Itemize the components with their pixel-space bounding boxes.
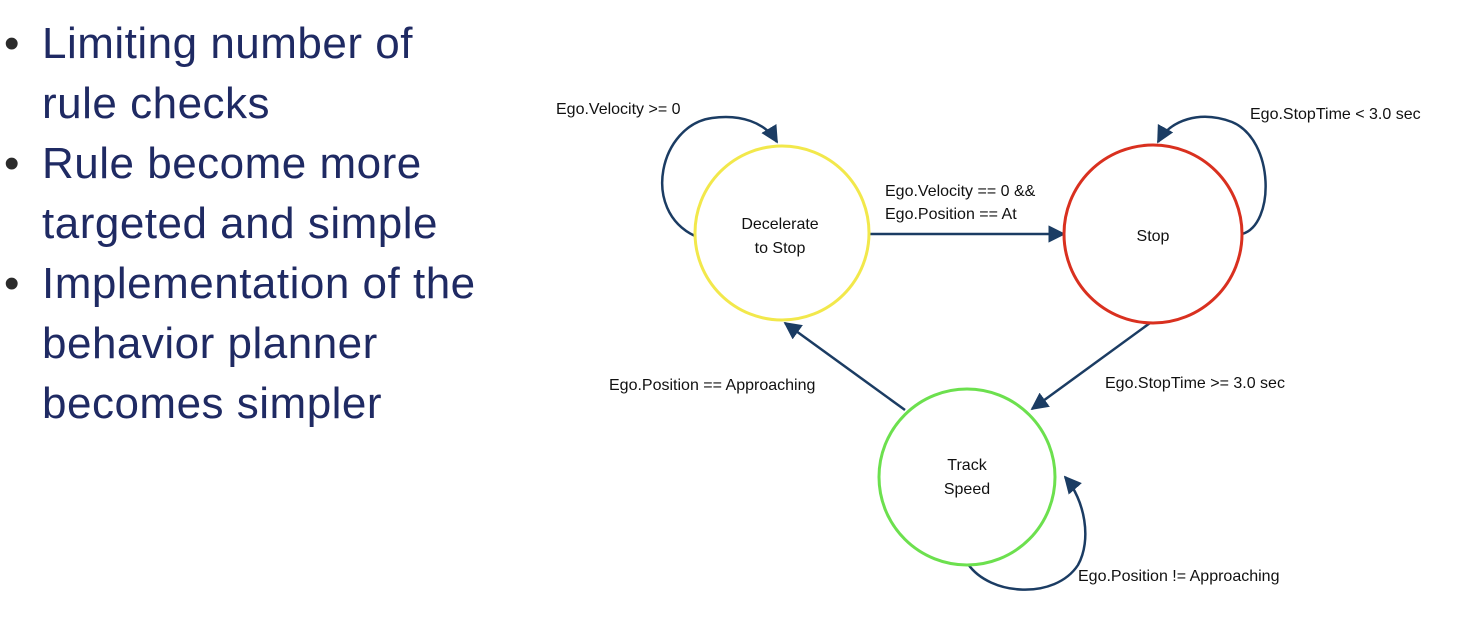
arrow-track-to-decel <box>783 321 906 412</box>
transition-label-decel-self: Ego.Velocity >= 0 <box>556 101 681 118</box>
arrow-stop-to-track <box>1030 321 1151 411</box>
bullet-item: • Implementation of the behavior planner… <box>0 254 540 434</box>
state-stop-circle <box>1062 143 1244 325</box>
bullet-dot-icon: • <box>4 139 20 188</box>
transition-label-track-to-decel: Ego.Position == Approaching <box>609 377 815 394</box>
bullet-line: Limiting number of <box>42 19 413 68</box>
state-decelerate-label-line2: to Stop <box>755 240 806 257</box>
bullet-item: • Limiting number of rule checks <box>0 14 540 134</box>
transition-label-stop-to-track: Ego.StopTime >= 3.0 sec <box>1105 375 1285 392</box>
arrow-stop-self <box>1156 115 1267 236</box>
arrow-track-self <box>966 475 1087 591</box>
bullet-dot-icon: • <box>4 19 20 68</box>
transition-label-stop-self: Ego.StopTime < 3.0 sec <box>1250 106 1421 123</box>
bullet-line: becomes simpler <box>42 379 383 428</box>
state-decelerate-circle <box>693 144 871 322</box>
bullet-dot-icon: • <box>4 259 20 308</box>
transition-label-decel-to-stop-2: Ego.Position == At <box>885 206 1017 223</box>
arrow-decel-self <box>660 115 779 238</box>
state-track-label-line2: Speed <box>944 481 990 498</box>
bullet-line: rule checks <box>42 79 271 128</box>
state-track-circle <box>877 387 1057 567</box>
bullet-line: behavior planner <box>42 319 378 368</box>
bullet-list: • Limiting number of rule checks • Rule … <box>0 14 540 434</box>
bullet-item: • Rule become more targeted and simple <box>0 134 540 254</box>
state-stop-label: Stop <box>1137 228 1170 245</box>
transition-label-track-self: Ego.Position != Approaching <box>1078 568 1279 585</box>
state-decelerate-label-line1: Decelerate <box>741 216 818 233</box>
state-track-label-line1: Track <box>947 457 987 474</box>
bullet-line: Implementation of the <box>42 259 476 308</box>
bullet-line: targeted and simple <box>42 199 438 248</box>
transition-label-decel-to-stop-1: Ego.Velocity == 0 && <box>885 183 1036 200</box>
bullet-line: Rule become more <box>42 139 422 188</box>
